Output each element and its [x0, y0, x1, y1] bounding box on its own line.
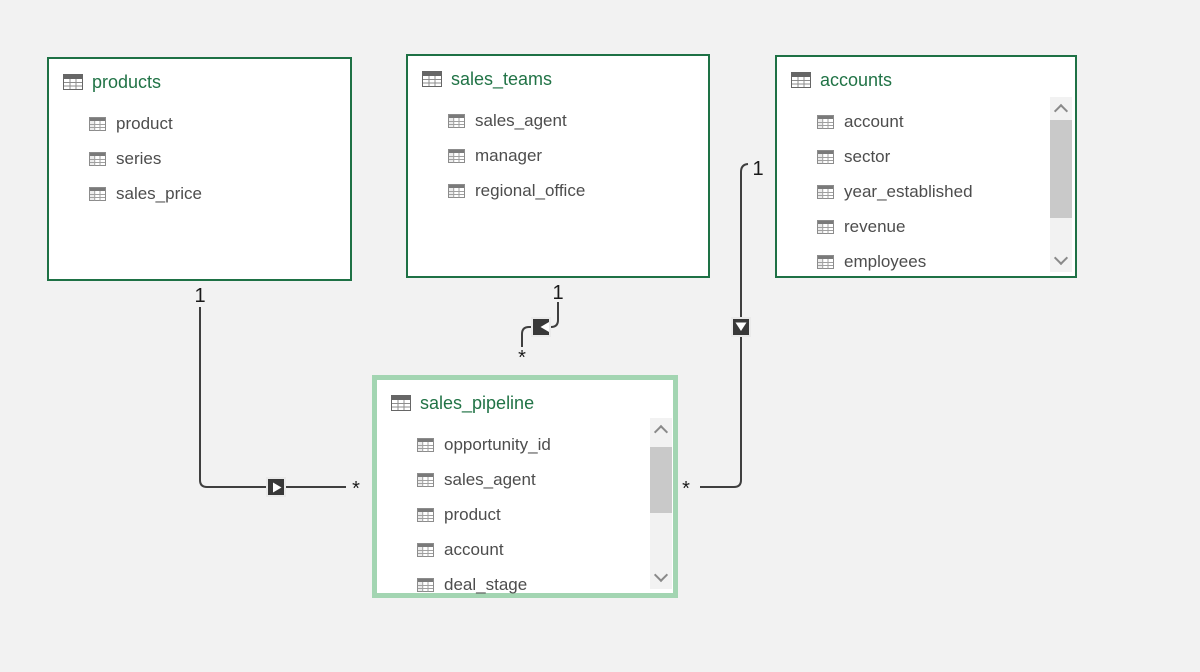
field-row[interactable]: deal_stage	[417, 567, 673, 602]
field-label: employees	[844, 251, 927, 271]
column-icon	[417, 577, 434, 592]
column-icon	[817, 219, 834, 234]
field-label: year_established	[844, 181, 973, 201]
column-icon	[89, 151, 106, 166]
relationship-line[interactable]	[700, 163, 749, 488]
table-header[interactable]: accounts	[777, 57, 1075, 93]
vertical-scrollbar[interactable]	[650, 418, 672, 589]
table-icon	[791, 72, 811, 88]
field-row[interactable]: manager	[448, 138, 708, 173]
field-label: regional_office	[475, 180, 586, 200]
field-row[interactable]: account	[817, 104, 1075, 139]
table-icon	[422, 71, 442, 87]
column-icon	[417, 542, 434, 557]
field-label: sales_agent	[444, 469, 536, 489]
scroll-up-icon[interactable]	[1053, 103, 1069, 119]
scrollbar-thumb[interactable]	[1050, 120, 1072, 218]
relationship-accounts-sales_pipeline[interactable]	[700, 163, 751, 488]
cardinality-many-label: *	[682, 478, 690, 500]
column-icon	[817, 184, 834, 199]
column-icon	[817, 254, 834, 269]
cardinality-one-label: 1	[752, 158, 764, 180]
field-row[interactable]: product	[89, 106, 350, 141]
column-icon	[89, 186, 106, 201]
field-row[interactable]: sales_price	[89, 176, 350, 211]
vertical-scrollbar[interactable]	[1050, 97, 1072, 272]
cardinality-many-label: *	[518, 347, 526, 369]
field-label: product	[444, 504, 501, 524]
table-title: sales_pipeline	[420, 393, 535, 413]
field-list: account sector	[777, 93, 1075, 279]
scroll-down-icon[interactable]	[1053, 250, 1069, 266]
field-row[interactable]: year_established	[817, 174, 1075, 209]
arrow-down-icon[interactable]	[731, 317, 751, 337]
table-header[interactable]: sales_pipeline	[377, 380, 673, 416]
table-header[interactable]: sales_teams	[408, 56, 708, 92]
field-label: manager	[475, 145, 543, 165]
field-label: sales_agent	[475, 110, 567, 130]
field-row[interactable]: regional_office	[448, 173, 708, 208]
table-products[interactable]: products product	[47, 57, 352, 281]
table-sales_pipeline[interactable]: sales_pipeline opportunity_id	[372, 375, 678, 598]
relationship-line[interactable]	[199, 307, 346, 488]
field-row[interactable]: account	[417, 532, 673, 567]
column-icon	[448, 183, 465, 198]
field-label: revenue	[844, 216, 906, 236]
field-list: opportunity_id sales_agent	[377, 416, 673, 602]
table-icon	[63, 74, 83, 90]
field-row[interactable]: series	[89, 141, 350, 176]
column-icon	[417, 472, 434, 487]
arrow-left-icon[interactable]	[531, 317, 551, 337]
table-title: sales_teams	[451, 69, 553, 89]
field-label: sales_price	[116, 183, 202, 203]
column-icon	[448, 148, 465, 163]
column-icon	[417, 437, 434, 452]
field-row[interactable]: sector	[817, 139, 1075, 174]
field-label: sector	[844, 146, 891, 166]
field-row[interactable]: product	[417, 497, 673, 532]
relationship-sales_teams-sales_pipeline[interactable]	[521, 302, 559, 347]
cardinality-one-label: 1	[552, 282, 564, 304]
field-row[interactable]: sales_agent	[417, 462, 673, 497]
field-row[interactable]: employees	[817, 244, 1075, 279]
field-list: product series	[49, 95, 350, 211]
column-icon	[817, 149, 834, 164]
table-sales_teams[interactable]: sales_teams sales_agent	[406, 54, 710, 278]
table-icon	[391, 395, 411, 411]
scroll-up-icon[interactable]	[653, 424, 669, 440]
cardinality-many-label: *	[352, 478, 360, 500]
field-label: series	[116, 148, 162, 168]
field-label: product	[116, 113, 173, 133]
table-title: accounts	[820, 70, 893, 90]
scroll-down-icon[interactable]	[653, 567, 669, 583]
column-icon	[448, 113, 465, 128]
column-icon	[817, 114, 834, 129]
arrow-right-icon[interactable]	[266, 477, 286, 497]
table-accounts[interactable]: accounts account	[775, 55, 1077, 278]
cardinality-one-label: 1	[194, 285, 206, 307]
field-row[interactable]: revenue	[817, 209, 1075, 244]
column-icon	[89, 116, 106, 131]
field-label: account	[444, 539, 504, 559]
field-label: account	[844, 111, 904, 131]
scrollbar-thumb[interactable]	[650, 447, 672, 513]
field-row[interactable]: sales_agent	[448, 103, 708, 138]
table-title: products	[92, 72, 162, 92]
field-label: opportunity_id	[444, 434, 551, 454]
table-header[interactable]: products	[49, 59, 350, 95]
field-row[interactable]: opportunity_id	[417, 427, 673, 462]
relationship-products-sales_pipeline[interactable]	[199, 307, 346, 497]
column-icon	[417, 507, 434, 522]
field-label: deal_stage	[444, 574, 528, 594]
field-list: sales_agent manager	[408, 92, 708, 208]
